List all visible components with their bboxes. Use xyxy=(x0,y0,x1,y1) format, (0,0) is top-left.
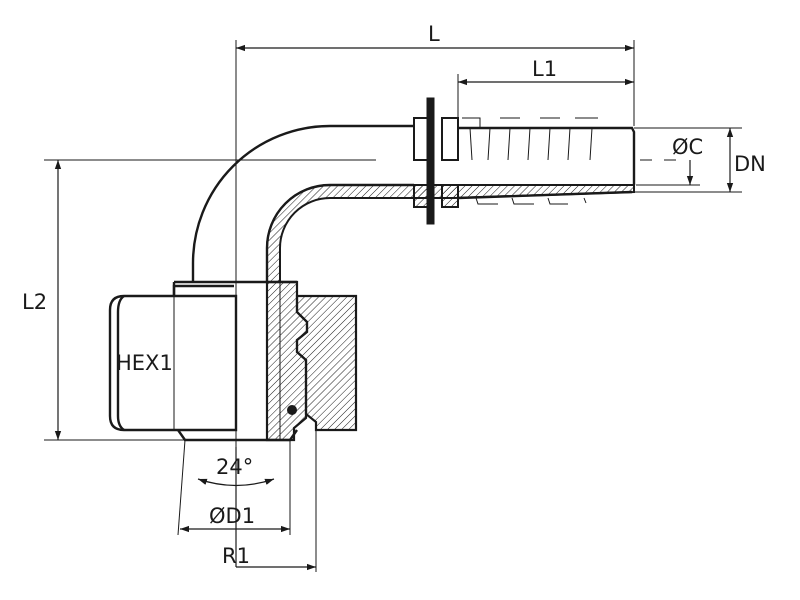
hex-nut: HEX1 xyxy=(108,284,238,432)
hose-tail xyxy=(457,117,636,205)
extension-lines xyxy=(44,40,742,572)
label-hex1: HEX1 xyxy=(116,351,173,375)
label-r1: R1 xyxy=(222,544,250,568)
label-angle: 24° xyxy=(216,455,253,479)
o-ring xyxy=(287,405,297,415)
label-L: L xyxy=(428,22,440,46)
label-L1: L1 xyxy=(532,57,557,81)
centre-lines xyxy=(44,159,676,447)
bend-inner-contour xyxy=(265,183,414,282)
dimension-lines xyxy=(54,44,734,571)
bend-outer-contour xyxy=(191,124,414,282)
label-od1: ØD1 xyxy=(209,504,255,528)
label-dn: DN xyxy=(734,152,766,176)
label-L2: L2 xyxy=(22,290,47,314)
label-oc: ØC xyxy=(672,135,703,159)
collar xyxy=(413,97,459,225)
nut-section xyxy=(295,294,358,432)
